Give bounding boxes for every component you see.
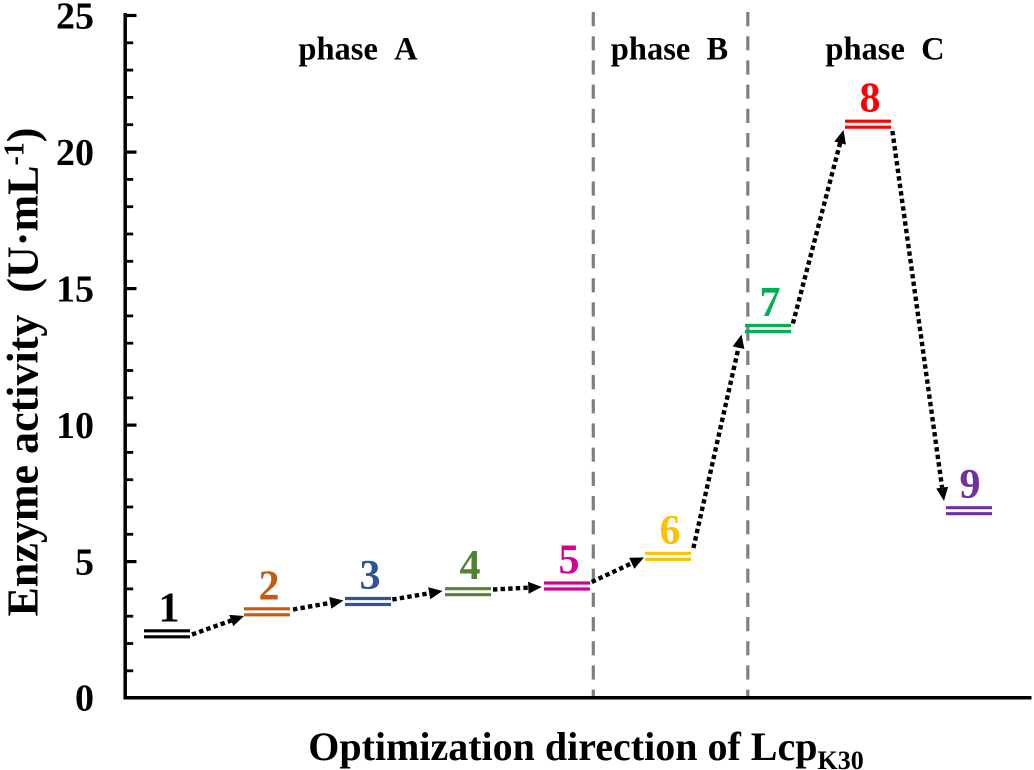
svg-text:phase A: phase A: [298, 32, 418, 68]
svg-text:Optimization direction of LcpK: Optimization direction of LcpK30: [308, 724, 863, 770]
svg-text:phase C: phase C: [825, 32, 944, 68]
svg-text:5: 5: [559, 538, 580, 584]
svg-text:3: 3: [360, 553, 381, 599]
svg-text:phase B: phase B: [611, 32, 728, 68]
svg-text:1: 1: [159, 585, 180, 631]
svg-text:15: 15: [56, 269, 94, 311]
svg-text:0: 0: [75, 678, 94, 720]
svg-text:9: 9: [960, 462, 981, 508]
svg-text:10: 10: [56, 405, 94, 447]
svg-text:Enzyme activity (U·mL-1): Enzyme activity (U·mL-1): [0, 128, 48, 617]
svg-text:4: 4: [460, 543, 481, 589]
svg-text:5: 5: [75, 542, 94, 584]
svg-text:20: 20: [56, 132, 94, 174]
svg-text:25: 25: [56, 0, 94, 38]
svg-text:7: 7: [760, 280, 781, 326]
svg-text:2: 2: [259, 563, 280, 609]
svg-text:6: 6: [660, 508, 681, 554]
svg-text:8: 8: [860, 76, 881, 122]
